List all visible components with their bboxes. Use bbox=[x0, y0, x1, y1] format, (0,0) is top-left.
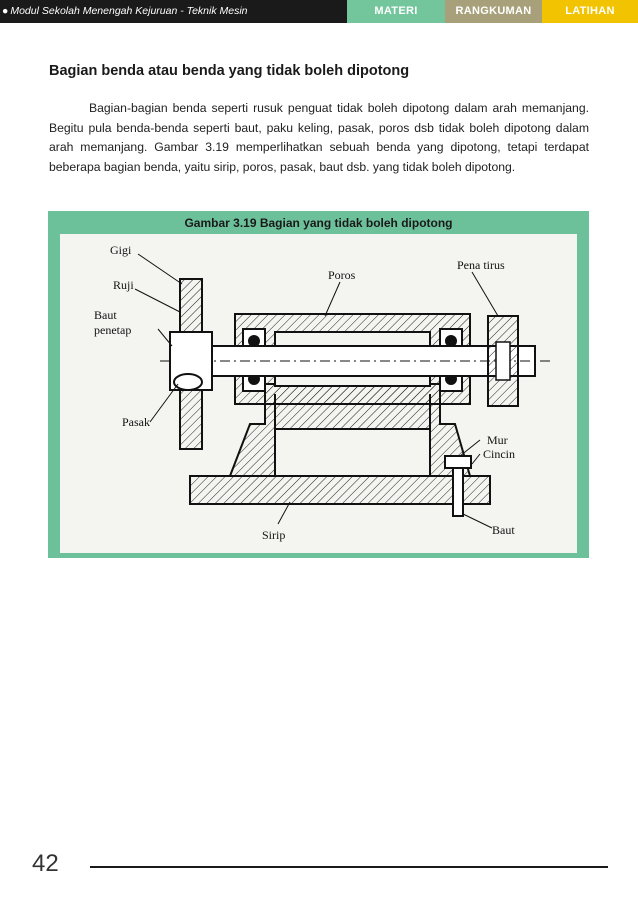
label-pasak: Pasak bbox=[122, 415, 150, 429]
module-title-text: Modul Sekolah Menengah Kejuruan - Teknik… bbox=[10, 5, 248, 17]
label-sirip: Sirip bbox=[262, 528, 285, 542]
label-poros: Poros bbox=[328, 268, 356, 282]
section-heading: Bagian benda atau benda yang tidak boleh… bbox=[49, 63, 410, 79]
header-bar: ●Modul Sekolah Menengah Kejuruan - Tekni… bbox=[0, 0, 638, 23]
tab-latihan[interactable]: LATIHAN bbox=[542, 0, 638, 23]
label-baut-penetap-2: penetap bbox=[94, 323, 131, 337]
figure-caption: Gambar 3.19 Bagian yang tidak boleh dipo… bbox=[184, 216, 453, 230]
base-plate bbox=[189, 475, 491, 505]
label-pena-tirus: Pena tirus bbox=[457, 258, 505, 272]
label-mur: Mur bbox=[487, 433, 508, 447]
module-title: ●Modul Sekolah Menengah Kejuruan - Tekni… bbox=[0, 0, 347, 23]
page-number: 42 bbox=[32, 850, 59, 877]
bullet-icon: ● bbox=[2, 5, 9, 17]
label-cincin: Cincin bbox=[483, 447, 515, 461]
label-ruji: Ruji bbox=[113, 278, 134, 292]
label-baut-penetap-1: Baut bbox=[94, 308, 117, 322]
section-paragraph: Bagian-bagian benda seperti rusuk pengua… bbox=[49, 101, 589, 174]
footer-divider bbox=[90, 866, 608, 868]
label-baut: Baut bbox=[492, 523, 515, 537]
technical-drawing: Gigi Ruji Baut penetap Pasak Poros Pena … bbox=[60, 234, 577, 553]
drawing-svg: Gigi Ruji Baut penetap Pasak Poros Pena … bbox=[94, 243, 550, 542]
figure-panel: Gambar 3.19 Bagian yang tidak boleh dipo… bbox=[48, 211, 589, 558]
nut bbox=[444, 455, 472, 469]
tab-materi[interactable]: MATERI bbox=[347, 0, 445, 23]
pedestal-cavity bbox=[274, 428, 431, 477]
tab-rangkuman[interactable]: RANGKUMAN bbox=[445, 0, 542, 23]
label-gigi: Gigi bbox=[110, 243, 132, 257]
